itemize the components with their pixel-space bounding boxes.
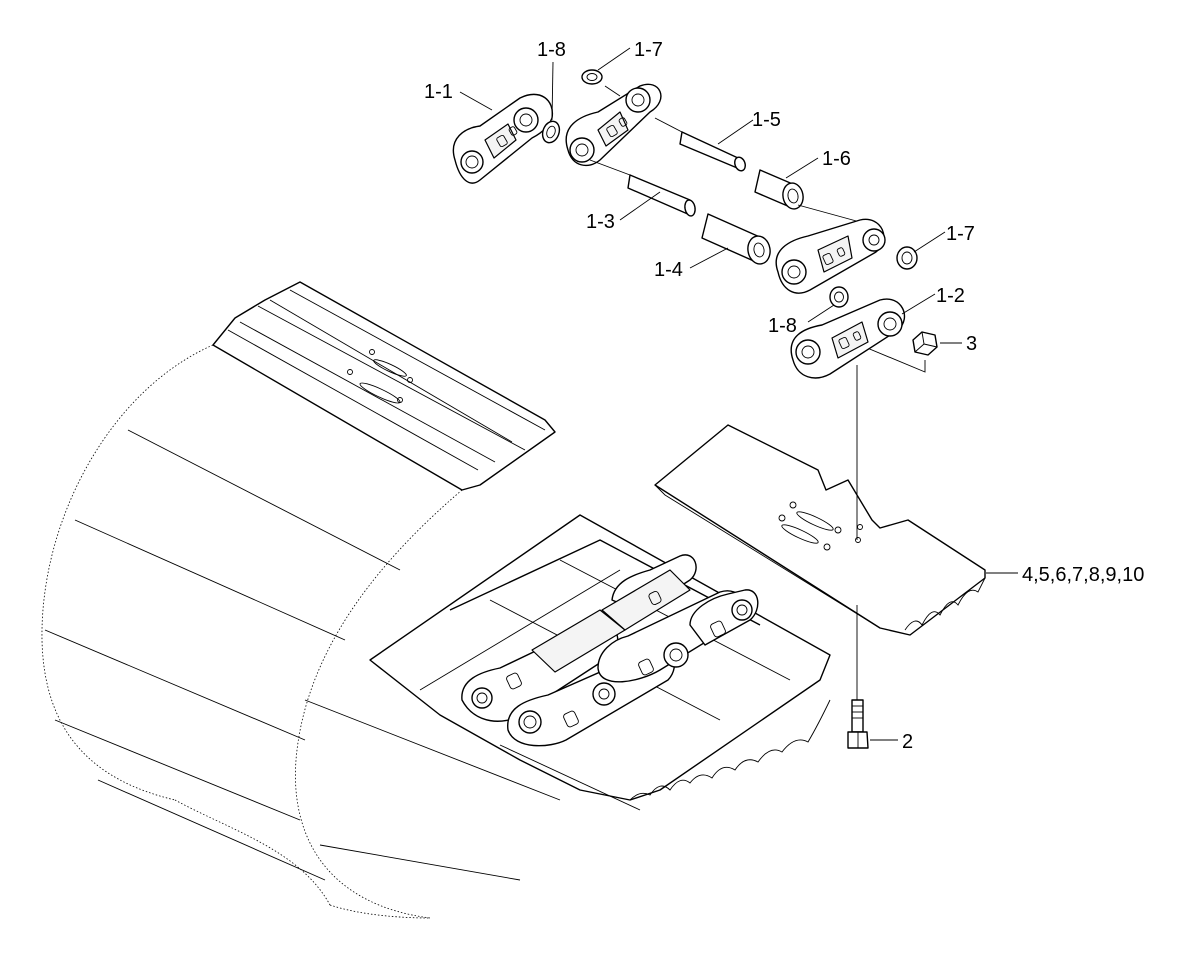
bushing-1-6 — [754, 169, 804, 210]
leader-1-4 — [689, 247, 729, 269]
callout-4-10: 4,5,6,7,8,9,10 — [1022, 564, 1144, 586]
washer-1-8-top — [541, 120, 561, 144]
washer-1-7-right — [896, 246, 918, 270]
leader-1-8-lower — [807, 304, 835, 323]
link-right-center — [775, 218, 886, 294]
top-track-shoe — [212, 281, 556, 491]
leader-1-6 — [785, 157, 819, 179]
track-shoe-exploded — [654, 424, 986, 636]
leader-1-5 — [717, 119, 754, 145]
pin-1-5 — [679, 131, 746, 172]
leader-1-7-right — [913, 231, 946, 253]
callout-1-7-right: 1-7 — [946, 223, 975, 245]
callout-3: 3 — [966, 333, 977, 355]
link-center-top — [565, 83, 662, 167]
leader-1-1 — [459, 91, 493, 111]
washer-1-7-top — [581, 69, 603, 85]
washer-1-8-lower — [829, 286, 849, 308]
callout-1-2: 1-2 — [936, 285, 965, 307]
link-align-line-4 — [604, 85, 621, 97]
track-bolt — [847, 699, 869, 749]
callout-1-1: 1-1 — [424, 81, 453, 103]
link-align-line-1 — [654, 117, 683, 133]
track-loop — [41, 344, 561, 919]
link-left-1-1 — [452, 93, 554, 184]
link-align-line-3 — [797, 204, 861, 223]
callout-1-8-lower: 1-8 — [768, 315, 797, 337]
nut-leader-bracket — [859, 344, 926, 373]
leader-1-8-top — [551, 61, 554, 121]
callout-2: 2 — [902, 731, 913, 753]
leader-1-3 — [619, 191, 661, 221]
callout-1-8-top: 1-8 — [537, 39, 566, 61]
pin-1-3 — [627, 174, 696, 217]
leader-1-2 — [901, 293, 936, 315]
track-nut — [912, 331, 938, 356]
callout-1-6: 1-6 — [822, 148, 851, 170]
callout-1-5: 1-5 — [752, 109, 781, 131]
callout-1-3: 1-3 — [586, 211, 615, 233]
link-align-line-2 — [589, 159, 631, 176]
link-1-2 — [790, 298, 906, 379]
callout-1-4: 1-4 — [654, 259, 683, 281]
leader-1-7-top — [597, 47, 631, 71]
callout-1-7-top: 1-7 — [634, 39, 663, 61]
lower-chain-links — [461, 554, 759, 747]
bushing-1-4 — [701, 213, 771, 265]
